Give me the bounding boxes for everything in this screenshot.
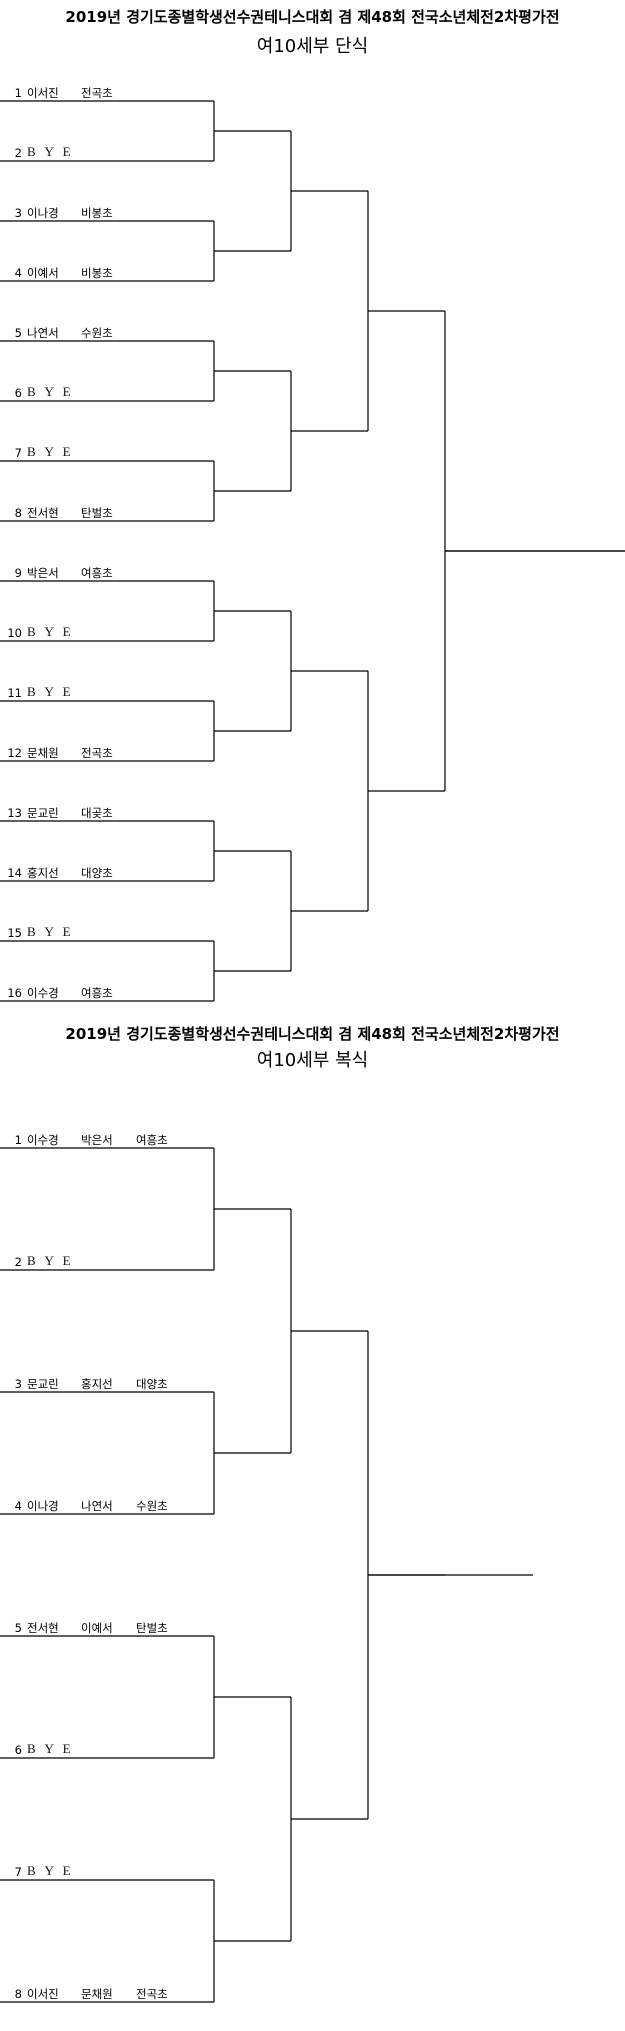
bye-slot: B Y E xyxy=(27,1741,74,1756)
seed-number: 14 xyxy=(7,866,22,880)
partner-name: 박은서 xyxy=(81,1133,113,1147)
seed-number: 10 xyxy=(7,626,22,640)
seed-number: 15 xyxy=(7,926,22,940)
school-name: 탄벌초 xyxy=(136,1621,168,1635)
school-name: 대양초 xyxy=(136,1377,168,1391)
school-name: 전곡초 xyxy=(81,86,113,100)
seed-number: 11 xyxy=(7,686,22,700)
player-name: 이예서 xyxy=(27,266,59,280)
bye-slot: B Y E xyxy=(27,444,74,459)
player-name: 문채원 xyxy=(27,746,59,760)
doubles-division-title: 여10세부 복식 xyxy=(256,1050,369,1071)
seed-number: 8 xyxy=(14,506,22,520)
school-name: 대곶초 xyxy=(81,806,113,820)
seed-number: 1 xyxy=(14,86,22,100)
seed-number: 13 xyxy=(7,806,22,820)
player-name: 문교린 xyxy=(27,1377,59,1391)
partner-name: 홍지선 xyxy=(81,1377,113,1391)
bye-slot: B Y E xyxy=(27,1253,74,1268)
seed-number: 2 xyxy=(14,146,22,160)
seed-number: 3 xyxy=(14,206,22,220)
seed-number: 16 xyxy=(7,986,22,1000)
seed-number: 9 xyxy=(14,566,22,580)
seed-number: 4 xyxy=(14,266,22,280)
school-name: 탄벌초 xyxy=(81,506,113,520)
school-name: 비봉초 xyxy=(81,266,113,280)
player-name: 홍지선 xyxy=(27,866,59,880)
doubles-tournament-title: 2019년 경기도종별학생선수권테니스대회 겸 제48회 전국소년체전2차평가전 xyxy=(65,1025,560,1043)
player-name: 이나경 xyxy=(27,1499,59,1513)
seed-number: 1 xyxy=(14,1133,22,1147)
player-name: 이수경 xyxy=(27,986,59,1000)
seed-number: 6 xyxy=(14,386,22,400)
seed-number: 3 xyxy=(14,1377,22,1391)
seed-number: 5 xyxy=(14,326,22,340)
seed-number: 7 xyxy=(14,1865,22,1879)
player-name: 이수경 xyxy=(27,1133,59,1147)
school-name: 여흥초 xyxy=(136,1133,168,1147)
partner-name: 이예서 xyxy=(81,1621,113,1635)
player-name: 이서진 xyxy=(27,1987,59,2001)
school-name: 수원초 xyxy=(81,326,113,340)
bye-slot: B Y E xyxy=(27,384,74,399)
player-name: 나연서 xyxy=(27,326,59,340)
player-name: 전서현 xyxy=(27,1621,59,1635)
player-name: 전서현 xyxy=(27,506,59,520)
player-name: 이서진 xyxy=(27,86,59,100)
school-name: 전곡초 xyxy=(81,746,113,760)
partner-name: 나연서 xyxy=(81,1499,113,1513)
seed-number: 8 xyxy=(14,1987,22,2001)
seed-number: 4 xyxy=(14,1499,22,1513)
school-name: 수원초 xyxy=(136,1499,168,1513)
bye-slot: B Y E xyxy=(27,924,74,939)
player-name: 박은서 xyxy=(27,566,59,580)
singles-division-title: 여10세부 단식 xyxy=(256,36,369,57)
bye-slot: B Y E xyxy=(27,684,74,699)
seed-number: 12 xyxy=(7,746,22,760)
bye-slot: B Y E xyxy=(27,1863,74,1878)
school-name: 여흥초 xyxy=(81,566,113,580)
bye-slot: B Y E xyxy=(27,624,74,639)
school-name: 비봉초 xyxy=(81,206,113,220)
bye-slot: B Y E xyxy=(27,144,74,159)
partner-name: 문채원 xyxy=(81,1987,113,2001)
player-name: 문교린 xyxy=(27,806,59,820)
seed-number: 2 xyxy=(14,1255,22,1269)
seed-number: 6 xyxy=(14,1743,22,1757)
seed-number: 7 xyxy=(14,446,22,460)
school-name: 여흥초 xyxy=(81,986,113,1000)
player-name: 이나경 xyxy=(27,206,59,220)
seed-number: 5 xyxy=(14,1621,22,1635)
school-name: 대양초 xyxy=(81,866,113,880)
school-name: 전곡초 xyxy=(136,1987,168,2001)
singles-tournament-title: 2019년 경기도종별학생선수권테니스대회 겸 제48회 전국소년체전2차평가전 xyxy=(65,8,560,26)
